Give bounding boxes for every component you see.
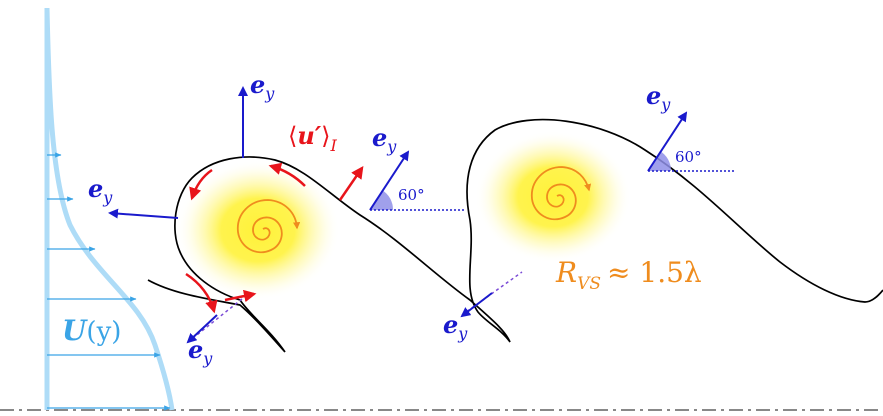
angle-label: 60° [398,186,425,204]
vortex-radius-label: RVS≈ 1.5λ [555,256,702,294]
vortex-glow-right [475,131,631,263]
arrow-icon [110,213,178,218]
unit-vector-label: ey [88,174,113,207]
unit-vector-label: ey [250,70,275,103]
profile-curve [47,8,172,410]
unit-vector-label: ey [646,81,671,114]
angle-label: 60° [675,148,702,166]
velocity-profile [47,8,172,410]
velocity-profile-label: U(y) [62,314,121,347]
perturbation-velocity-label: ⟨u′⟩I [288,121,338,155]
perturbation-arrow [340,168,362,200]
unit-vector-label: ey [372,123,397,156]
unit-vector-label: ey [188,335,213,368]
